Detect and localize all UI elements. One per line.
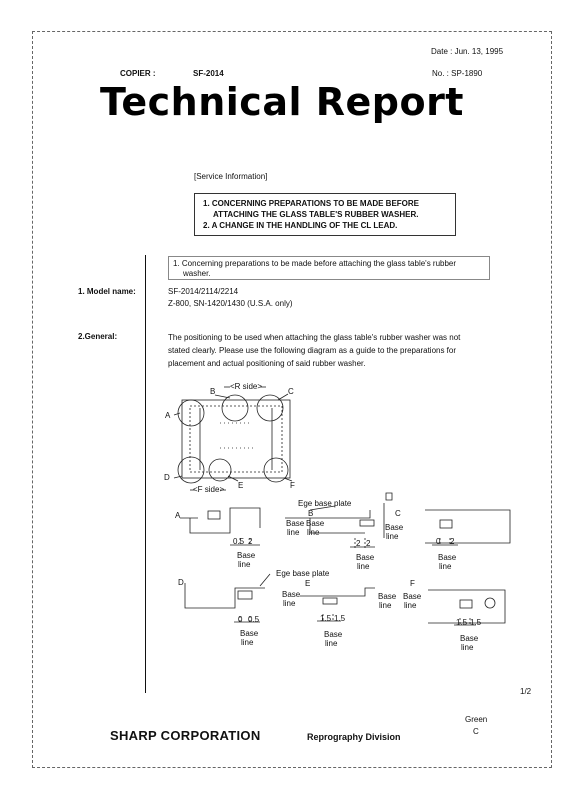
table-frame-outline xyxy=(181,399,291,479)
detail-f-label: F xyxy=(410,579,415,588)
detail-circle-d xyxy=(177,456,205,484)
detail-circle-b xyxy=(221,394,249,422)
detail-a-line: line xyxy=(238,560,251,569)
detail-c-base-2: Base xyxy=(438,553,457,562)
detail-e-dim-15b: 1.5 xyxy=(334,614,346,623)
label-e: E xyxy=(238,481,243,490)
detail-b-line-3: line xyxy=(357,562,370,571)
detail-e-dim-15a: 1.5 xyxy=(320,614,332,623)
model-line-2: Z-800, SN-1420/1430 (U.S.A. only) xyxy=(168,299,293,308)
detail-d-base-1: Base xyxy=(282,590,301,599)
grade-letter: C xyxy=(473,727,479,736)
page-title: Technical Report xyxy=(100,80,464,124)
label-a: A xyxy=(165,411,171,420)
detail-c-line-2: line xyxy=(439,562,452,571)
company-name: SHARP CORPORATION xyxy=(110,728,261,743)
detail-b-base-3: Base xyxy=(356,553,375,562)
detail-d-edge-plate: Ege base plate xyxy=(276,569,330,578)
detail-f-profile xyxy=(428,589,506,624)
margin-rule xyxy=(145,255,146,693)
subject-line-1: 1. CONCERNING PREPARATIONS TO BE MADE BE… xyxy=(203,199,420,208)
detail-a-dim-2: 2 xyxy=(248,537,253,546)
detail-d-line-2: line xyxy=(241,638,254,647)
copier-label: COPIER : xyxy=(120,69,156,78)
detail-b-dim-2b: 2 xyxy=(366,539,371,548)
detail-f-dim-15b: 1.5 xyxy=(470,618,482,627)
subject-line-3: 2. A CHANGE IN THE HANDLING OF THE CL LE… xyxy=(203,221,398,230)
detail-f-base-2: Base xyxy=(460,634,479,643)
detail-c-line-1: line xyxy=(386,532,399,541)
detail-d-dim-05: 0.5 xyxy=(248,615,260,624)
service-info-label: [Service Information] xyxy=(194,172,268,181)
general-line-3: placement and actual positioning of said… xyxy=(168,359,366,368)
detail-b-dim-2a: 2 xyxy=(356,539,361,548)
division-name: Reprography Division xyxy=(307,732,401,742)
detail-circle-c xyxy=(256,394,284,422)
detail-c-base-1: Base xyxy=(385,523,404,532)
section-heading-box: 1. Concerning preparations to be made be… xyxy=(168,256,490,280)
detail-f-line-2: line xyxy=(461,643,474,652)
f-side-label: <F side> xyxy=(193,485,224,494)
detail-c-dim-2: 2 xyxy=(450,537,455,546)
section-heading-line-1: 1. Concerning preparations to be made be… xyxy=(173,259,457,268)
detail-b-line-2: line xyxy=(307,528,320,537)
detail-circle-e xyxy=(208,458,232,482)
r-side-label: <R side> xyxy=(230,382,262,391)
detail-a-base: Base xyxy=(237,551,256,560)
detail-f-base-1: Base xyxy=(403,592,422,601)
detail-e-line: line xyxy=(325,639,338,648)
detail-d-dim-0: 0 xyxy=(238,615,243,624)
report-number: No. : SP-1890 xyxy=(432,69,483,78)
detail-b-base-1: Base xyxy=(286,519,305,528)
copier-model: SF-2014 xyxy=(193,69,224,78)
detail-d-profile xyxy=(184,583,265,609)
page-number: 1/2 xyxy=(520,687,532,696)
detail-b-edge-plate: Ege base plate xyxy=(298,499,352,508)
model-line-1: SF-2014/2114/2214 xyxy=(168,287,239,296)
detail-d-line-1: line xyxy=(283,599,296,608)
general-paragraph: The positioning to be used when attachin… xyxy=(168,331,508,370)
detail-a-profile xyxy=(189,507,261,534)
copy-color: Green xyxy=(465,715,488,724)
detail-c-dim-0: 0 xyxy=(436,537,441,546)
detail-c-label: C xyxy=(395,509,401,518)
detail-f-dim-15a: 1.5 xyxy=(456,618,468,627)
section-heading-line-2: washer. xyxy=(183,269,211,278)
page-border xyxy=(32,31,552,768)
detail-a-dim-05: 0.5 xyxy=(233,537,245,546)
general-line-2: stated clearly. Please use the following… xyxy=(168,346,457,355)
detail-e-profile xyxy=(300,587,375,597)
detail-a-label: A xyxy=(175,511,181,520)
model-name-label: 1. Model name: xyxy=(78,287,136,296)
detail-d-label: D xyxy=(178,578,184,587)
washer-placement-diagram: <R side> <F side> A B C D E F A 0.5 2 Ba… xyxy=(164,382,511,652)
table-frame-inner xyxy=(189,405,283,473)
detail-b-base-2: Base xyxy=(306,519,325,528)
detail-e-base: Base xyxy=(324,630,343,639)
subject-line-2: ATTACHING THE GLASS TABLE'S RUBBER WASHE… xyxy=(213,210,419,219)
general-line-1: The positioning to be used when attachin… xyxy=(168,333,461,342)
detail-d-base-2: Base xyxy=(240,629,259,638)
label-d: D xyxy=(164,473,170,482)
report-date: Date : Jun. 13, 1995 xyxy=(431,47,504,56)
label-c: C xyxy=(288,387,294,396)
label-b: B xyxy=(210,387,215,396)
detail-circle-a xyxy=(177,399,205,427)
detail-c-profile xyxy=(425,509,511,544)
detail-f-line-1: line xyxy=(404,601,417,610)
general-label: 2.General: xyxy=(78,332,118,341)
detail-e-label: E xyxy=(305,579,310,588)
subject-box: 1. CONCERNING PREPARATIONS TO BE MADE BE… xyxy=(194,193,456,236)
label-f: F xyxy=(290,481,295,490)
detail-e-line-2: line xyxy=(379,601,392,610)
detail-b-label: B xyxy=(308,509,313,518)
detail-circle-f xyxy=(263,457,289,483)
detail-b-line-1: line xyxy=(287,528,300,537)
detail-e-base-2: Base xyxy=(378,592,397,601)
